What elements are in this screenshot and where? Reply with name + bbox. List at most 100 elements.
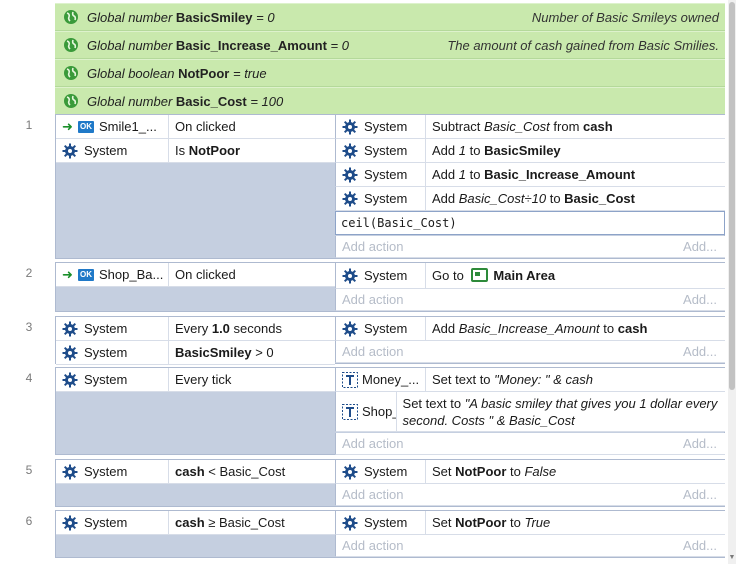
add-action-row[interactable]: Add action Add... xyxy=(335,433,725,455)
gear-icon xyxy=(62,321,78,337)
condition-row[interactable]: System Every tick xyxy=(56,367,335,392)
event-block-5[interactable]: System cash < Basic_Cost System Set NotP… xyxy=(55,459,725,507)
scrollbar-thumb[interactable] xyxy=(729,2,735,390)
add-menu-link[interactable]: Add... xyxy=(683,538,717,553)
action-row[interactable]: System Add Basic_Cost÷10 to Basic_Cost xyxy=(335,187,725,211)
global-kind: Global number xyxy=(87,9,173,25)
action-row[interactable]: System Add 1 to Basic_Increase_Amount xyxy=(335,163,725,187)
globe-icon xyxy=(63,37,79,53)
global-name: Basic_Increase_Amount xyxy=(175,37,327,53)
gear-icon xyxy=(62,372,78,388)
gear-icon xyxy=(62,143,78,159)
add-menu-link[interactable]: Add... xyxy=(683,292,717,307)
global-value: = 100 xyxy=(246,93,284,109)
condition-text: cash ≥ Basic_Cost xyxy=(175,515,285,530)
add-menu-link[interactable]: Add... xyxy=(683,436,717,451)
line-number: 6 xyxy=(25,514,33,528)
action-object: System xyxy=(364,119,408,134)
gear-icon xyxy=(342,119,358,135)
condition-object: System xyxy=(84,372,128,387)
global-name: Basic_Cost xyxy=(175,93,247,109)
action-row[interactable]: Money_... Set text to "Money: " & cash xyxy=(335,368,725,392)
condition-row[interactable]: System cash < Basic_Cost xyxy=(56,459,335,484)
action-text: Subtract Basic_Cost from cash xyxy=(432,119,613,134)
action-text: Add Basic_Increase_Amount to cash xyxy=(432,321,648,336)
add-action-row[interactable]: Add action Add... xyxy=(335,484,725,506)
global-variable-row[interactable]: Global number BasicSmiley = 0 Number of … xyxy=(55,3,725,31)
action-object: System xyxy=(364,191,408,206)
action-object: System xyxy=(364,464,408,479)
vertical-scrollbar[interactable]: ▼ xyxy=(728,0,736,564)
global-variable-row[interactable]: Global boolean NotPoor = true xyxy=(55,59,725,87)
action-row[interactable]: System Set NotPoor to True xyxy=(335,511,725,535)
action-row[interactable]: System Go to Main Area xyxy=(335,263,725,289)
event-block-3[interactable]: System Every 1.0 seconds System BasicSmi… xyxy=(55,316,725,365)
action-row[interactable]: Shop_Ba... Set text to "A basic smiley t… xyxy=(335,392,725,432)
add-action-link[interactable]: Add action xyxy=(342,487,404,502)
condition-text: On clicked xyxy=(175,119,236,134)
gear-icon xyxy=(342,321,358,337)
global-comment: The amount of cash gained from Basic Smi… xyxy=(447,37,719,53)
button-object-icon: OK xyxy=(78,120,94,133)
gear-icon xyxy=(342,515,358,531)
action-text: Set text to "A basic smiley that gives y… xyxy=(402,395,718,428)
layout-icon xyxy=(471,268,489,282)
add-menu-link[interactable]: Add... xyxy=(683,239,717,254)
add-menu-link[interactable]: Add... xyxy=(683,487,717,502)
action-text: Add Basic_Cost÷10 to Basic_Cost xyxy=(432,191,635,206)
condition-object: System xyxy=(84,143,128,158)
add-action-link[interactable]: Add action xyxy=(342,239,404,254)
scroll-down-icon[interactable]: ▼ xyxy=(728,554,736,561)
add-action-row[interactable]: Add action Add... xyxy=(335,236,725,258)
action-object: System xyxy=(364,143,408,158)
action-text: Set text to "Money: " & cash xyxy=(432,372,593,387)
global-name: NotPoor xyxy=(178,65,230,81)
condition-row[interactable]: System BasicSmiley > 0 xyxy=(56,340,335,365)
condition-object: Smile1_... xyxy=(99,119,157,134)
action-row[interactable]: System Subtract Basic_Cost from cash xyxy=(335,115,725,139)
action-row[interactable]: System Add 1 to BasicSmiley xyxy=(335,139,725,163)
event-block-4[interactable]: System Every tick Money_... Set text to … xyxy=(55,367,725,455)
add-action-link[interactable]: Add action xyxy=(342,344,404,359)
global-variable-row[interactable]: Global number Basic_Cost = 100 xyxy=(55,87,725,115)
condition-row[interactable]: System Is NotPoor xyxy=(56,138,335,163)
text-object-icon xyxy=(342,404,358,420)
action-object: Shop_Ba... xyxy=(362,404,397,419)
globe-icon xyxy=(63,9,79,25)
gear-icon xyxy=(342,464,358,480)
button-object-icon: OK xyxy=(78,268,94,281)
condition-text: Every tick xyxy=(175,372,232,387)
action-row[interactable]: System Set NotPoor to False xyxy=(335,460,725,484)
condition-row[interactable]: System cash ≥ Basic_Cost xyxy=(56,510,335,535)
add-menu-link[interactable]: Add... xyxy=(683,344,717,359)
action-row[interactable]: System Add Basic_Increase_Amount to cash xyxy=(335,317,725,341)
condition-text: Every 1.0 seconds xyxy=(175,321,282,336)
add-action-link[interactable]: Add action xyxy=(342,538,404,553)
action-object: System xyxy=(364,515,408,530)
globe-icon xyxy=(63,93,79,109)
gear-icon xyxy=(342,268,358,284)
add-action-row[interactable]: Add action Add... xyxy=(335,341,725,363)
condition-object: System xyxy=(84,345,128,360)
condition-row[interactable]: System Every 1.0 seconds xyxy=(56,316,335,341)
expression-input[interactable]: ceil(Basic_Cost) xyxy=(335,211,725,235)
condition-text: On clicked xyxy=(175,267,236,282)
event-block-6[interactable]: System cash ≥ Basic_Cost System Set NotP… xyxy=(55,510,725,558)
action-text: Add 1 to BasicSmiley xyxy=(432,143,561,158)
condition-object: Shop_Ba... xyxy=(99,267,164,282)
global-variable-row[interactable]: Global number Basic_Increase_Amount = 0 … xyxy=(55,31,725,59)
action-text: Set NotPoor to False xyxy=(432,464,557,479)
add-action-row[interactable]: Add action Add... xyxy=(335,535,725,557)
add-action-row[interactable]: Add action Add... xyxy=(335,289,725,311)
line-number: 2 xyxy=(25,266,33,280)
action-object: System xyxy=(364,321,408,336)
add-action-link[interactable]: Add action xyxy=(342,292,404,307)
gear-icon xyxy=(342,167,358,183)
global-kind: Global number xyxy=(87,37,173,53)
add-action-link[interactable]: Add action xyxy=(342,436,404,451)
line-number: 1 xyxy=(25,118,33,132)
